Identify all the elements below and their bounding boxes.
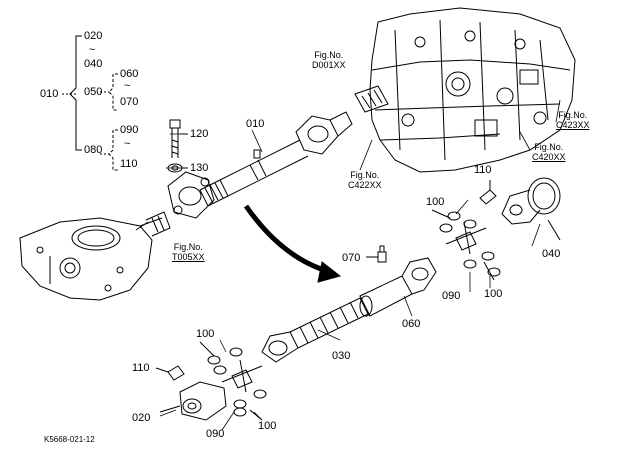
- figref-c423-label: Fig.No.: [558, 110, 588, 120]
- callout-110-left: 110: [132, 362, 150, 374]
- parts-tree-brackets: [62, 35, 118, 171]
- upper-drive-shaft: [167, 111, 353, 219]
- end-yoke-040: [501, 177, 561, 241]
- figref-t005: Fig.No. T005XX: [172, 242, 205, 262]
- figref-t005-label: Fig.No.: [173, 242, 203, 252]
- figref-t005-ref: T005XX: [172, 252, 205, 262]
- tree-label-050: 050: [84, 86, 103, 98]
- callout-100-right-top: 100: [426, 196, 445, 208]
- callout-130: 130: [190, 162, 209, 174]
- leader-lines: [135, 99, 561, 431]
- bolt-120: [169, 119, 188, 158]
- callout-120: 120: [190, 128, 209, 140]
- tree-label-070: 070: [120, 96, 139, 108]
- callout-070: 070: [342, 252, 361, 264]
- grease-fitting-070: [366, 245, 387, 263]
- transmission-housing: [354, 7, 576, 173]
- tree-tilde-1: ~: [89, 44, 96, 56]
- callout-010: 010: [246, 118, 265, 130]
- tree-label-080: 080: [84, 144, 103, 156]
- tree-tilde-2: ~: [124, 80, 131, 92]
- callout-110-right: 110: [474, 164, 492, 176]
- figref-d001-label: Fig.No.: [314, 50, 344, 60]
- figref-c422-label: Fig.No.: [350, 170, 380, 180]
- figref-c420: Fig.No. C420XX: [532, 142, 566, 162]
- callout-100-left-bottom: 100: [258, 420, 277, 432]
- assembly-arrow: [243, 204, 342, 283]
- callout-090-right: 090: [442, 290, 461, 302]
- tree-label-110: 110: [120, 158, 138, 170]
- tree-label-040: 040: [84, 58, 103, 70]
- callout-090-left: 090: [206, 428, 225, 440]
- tree-label-010: 010: [40, 88, 59, 100]
- lower-drive-shaft: [261, 257, 437, 363]
- figref-c422-ref: C422XX: [348, 180, 382, 190]
- tree-tilde-3: ~: [124, 138, 131, 150]
- figref-c420-ref: C420XX: [532, 152, 566, 162]
- callout-100-left-top: 100: [196, 328, 215, 340]
- universal-joint-cross-right: [431, 209, 501, 281]
- universal-joint-cross-left: [199, 341, 267, 421]
- grease-fitting-110-right: [479, 180, 497, 205]
- figref-c423-ref: C423XX: [556, 120, 590, 130]
- grease-fitting-110-left: [155, 365, 185, 381]
- figref-d001-ref: D001XX: [312, 60, 346, 70]
- callout-040: 040: [542, 248, 561, 260]
- figref-d001: Fig.No. D001XX: [312, 50, 346, 70]
- tree-label-060: 060: [120, 68, 139, 80]
- end-yoke-020: [159, 381, 227, 421]
- figref-c420-label: Fig.No.: [534, 142, 564, 152]
- callout-020: 020: [132, 412, 151, 424]
- front-gearbox: [19, 211, 171, 301]
- callout-030: 030: [332, 350, 351, 362]
- figref-c423: Fig.No. C423XX: [556, 110, 590, 130]
- tree-label-020: 020: [84, 30, 103, 42]
- callout-100-right-bottom: 100: [484, 288, 503, 300]
- drawing-code: K5668-021-12: [44, 435, 95, 444]
- figref-c422: Fig.No. C422XX: [348, 170, 382, 190]
- callout-060: 060: [402, 318, 421, 330]
- tree-label-090: 090: [120, 124, 139, 136]
